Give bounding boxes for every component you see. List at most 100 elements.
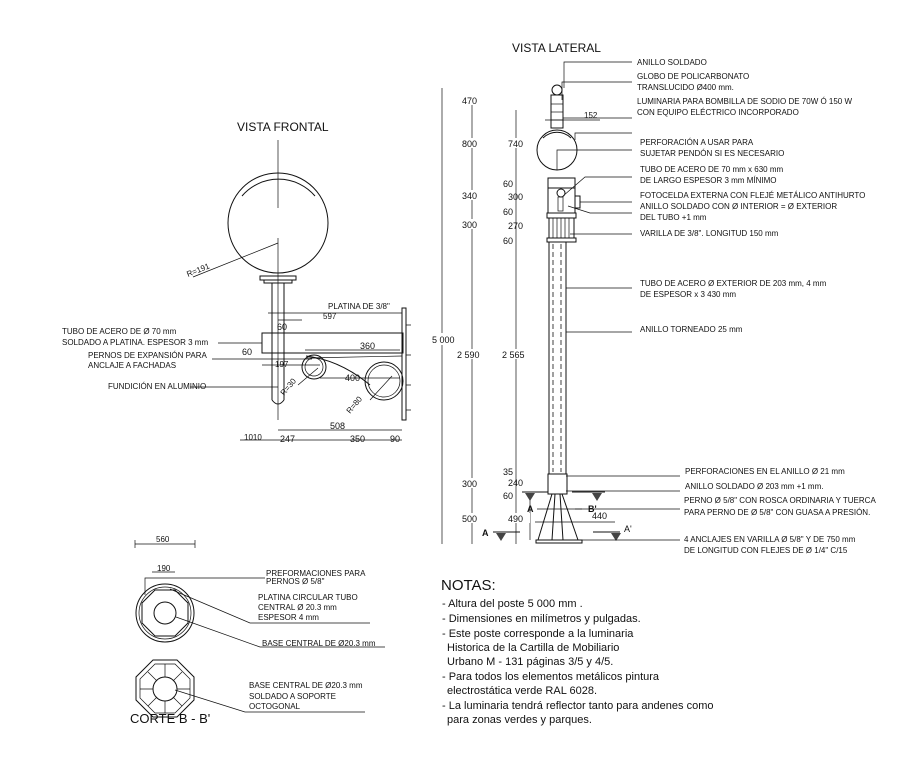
dim-300: 300 — [462, 220, 477, 230]
dim-508: 508 — [330, 421, 345, 431]
label-pernos-expansion: PERNOS DE EXPANSIÓN PARA — [88, 351, 208, 360]
section-marks: A B' A A' — [482, 491, 632, 541]
note-line: electrostática verde RAL 6028. — [447, 685, 597, 697]
front-luminaire: R=191 — [185, 140, 411, 441]
base-ring — [547, 473, 568, 495]
dim-240: 240 — [508, 478, 523, 488]
label-base-central: BASE CENTRAL DE Ø20.3 mm — [262, 639, 376, 648]
dim-90: 90 — [390, 434, 400, 444]
small-scroll — [301, 354, 327, 380]
section-mark-a: A — [482, 528, 489, 538]
label-soldado-platina: SOLDADO A PLATINA. ESPESOR 3 mm — [62, 338, 208, 347]
label-luminaria: LUMINARIA PARA BOMBILLA DE SODIO DE 70W … — [637, 97, 852, 106]
circular-plate — [135, 583, 195, 643]
label-perforaciones: PERFORACIONES EN EL ANILLO Ø 21 mm — [685, 467, 845, 476]
label-perno: PERNO Ø 5/8" CON ROSCA ORDINARIA Y TUERC… — [684, 496, 876, 505]
dim-total-height: 5 000 — [432, 335, 455, 345]
large-scroll — [364, 361, 404, 401]
label-octogonal: OCTOGONAL — [249, 702, 301, 711]
label-soldado-soporte: SOLDADO A SOPORTE — [249, 692, 336, 701]
dim-60c: 60 — [503, 236, 513, 246]
label-tubo-70: TUBO DE ACERO DE 70 mm x 630 mm — [640, 165, 783, 174]
label-tubo-acero-70: TUBO DE ACERO DE Ø 70 mm — [62, 327, 177, 336]
front-labels: TUBO DE ACERO DE Ø 70 mm SOLDADO A PLATI… — [62, 327, 312, 391]
note-line: - Altura del poste 5 000 mm . — [442, 598, 583, 610]
note-line: - Este poste corresponde a la luminaria — [442, 628, 634, 640]
label-pernos-58: PERNOS Ø 5/8" — [266, 577, 325, 586]
dim-60-left: 60 — [242, 347, 252, 357]
label-perforacion: PERFORACIÓN A USAR PARA — [640, 138, 754, 147]
note-line: - Para todos los elementos metálicos pin… — [442, 671, 660, 683]
section-mark-a-prime: A' — [624, 524, 632, 534]
dim-r30: R=30 — [279, 376, 299, 397]
label-luminaria-2: CON EQUIPO ELÉCTRICO INCORPORADO — [637, 108, 799, 117]
label-anillo-interior: ANILLO SOLDADO CON Ø INTERIOR = Ø EXTERI… — [640, 202, 837, 211]
dim-60-tube: 60 — [277, 322, 287, 332]
label-globo-2: TRANSLUCIDO Ø400 mm. — [637, 83, 734, 92]
lateral-leaders — [556, 61, 680, 541]
lateral-labels: ANILLO SOLDADO GLOBO DE POLICARBONATO TR… — [637, 58, 876, 555]
notes: NOTAS: - Altura del poste 5 000 mm . - D… — [441, 577, 714, 726]
label-base-central-2: BASE CENTRAL DE Ø20.3 mm — [249, 681, 363, 690]
dim-560: 560 — [156, 535, 170, 544]
label-anillo-torneado: ANILLO TORNEADO 25 mm — [640, 325, 743, 334]
dim-2565: 2 565 — [502, 350, 525, 360]
dim-440: 440 — [592, 511, 607, 521]
note-line: - La luminaria tendrá reflector tanto pa… — [442, 700, 714, 712]
base-plate — [535, 539, 583, 544]
dim-60: 60 — [503, 179, 513, 189]
dim-490: 490 — [508, 514, 523, 524]
label-anillo-203: ANILLO SOLDADO Ø 203 mm +1 mm. — [685, 482, 823, 491]
dim-r191: R=191 — [185, 261, 211, 278]
lateral-view-title: VISTA LATERAL — [512, 41, 601, 55]
dim-1010: 1010 — [244, 433, 262, 442]
note-line: Urbano M - 131 páginas 3/5 y 4/5. — [447, 656, 613, 668]
dim-300b: 300 — [508, 192, 523, 202]
dim-2590: 2 590 — [457, 350, 480, 360]
section-title: CORTE B - B' — [130, 711, 210, 726]
dim-340: 340 — [462, 191, 477, 201]
dim-r80: R=80 — [345, 394, 365, 415]
label-fundicion: FUNDICIÓN EN ALUMINIO — [108, 382, 206, 391]
octagonal-support — [135, 659, 195, 718]
label-perforacion-2: SUJETAR PENDÓN SI ES NECESARIO — [640, 149, 784, 158]
dim-152: 152 — [584, 111, 598, 120]
dim-60b: 60 — [503, 207, 513, 217]
wall-plate — [401, 307, 407, 421]
dim-190: 190 — [157, 564, 171, 573]
dim-400: 400 — [345, 373, 360, 383]
octagon-plate — [141, 589, 189, 637]
dim-60d: 60 — [503, 491, 513, 501]
label-tubo-203: TUBO DE ACERO Ø EXTERIOR DE 203 mm, 4 mm — [640, 279, 827, 288]
housing-body — [547, 187, 576, 214]
lateral-dimensions: 5 000 470 800 340 300 2 590 300 500 740 … — [424, 88, 607, 544]
dim-597: 597 — [323, 312, 337, 321]
label-platina-circular: PLATINA CIRCULAR TUBO — [258, 593, 358, 602]
dim-800: 800 — [462, 139, 477, 149]
label-fotocelda: FOTOCELDA EXTERNA CON FLEJÉ METÁLICO ANT… — [640, 191, 865, 200]
label-varilla: VARILLA DE 3/8". LONGITUD 150 mm — [640, 229, 779, 238]
top-ring — [551, 84, 563, 96]
dim-740: 740 — [508, 139, 523, 149]
section-bb: 560 190 PREFORMACIONES PARA PERNOS Ø 5/8… — [130, 535, 385, 726]
front-view-title: VISTA FRONTAL — [237, 120, 329, 134]
label-globo: GLOBO DE POLICARBONATO — [637, 72, 749, 81]
label-espesor-4: ESPESOR 4 mm — [258, 613, 319, 622]
dim-300-lower: 300 — [462, 479, 477, 489]
dim-270: 270 — [508, 221, 523, 231]
label-anillo-soldado: ANILLO SOLDADO — [637, 58, 707, 67]
label-anclajes: 4 ANCLAJES EN VARILLA Ø 5/8" Y DE 750 mm — [684, 535, 856, 544]
luminaire-neck — [550, 94, 564, 129]
label-anclaje-fachadas: ANCLAJE A FACHADAS — [88, 361, 176, 370]
label-tubo-203-2: DE ESPESOR x 3 430 mm — [640, 290, 736, 299]
note-line: para zonas verdes y parques. — [447, 714, 592, 726]
note-line: - Dimensiones en milímetros y pulgadas. — [442, 613, 641, 625]
label-anclajes-2: DE LONGITUD CON FLEJES DE Ø 1/4" C/15 — [684, 546, 848, 555]
dim-470: 470 — [462, 96, 477, 106]
dim-247: 247 — [280, 434, 295, 444]
label-preformaciones: PREFORMACIONES PARA — [266, 569, 366, 578]
label-tubo-70-2: DE LARGO ESPESOR 3 mm MÍNIMO — [640, 176, 776, 185]
central-tube — [153, 601, 177, 625]
